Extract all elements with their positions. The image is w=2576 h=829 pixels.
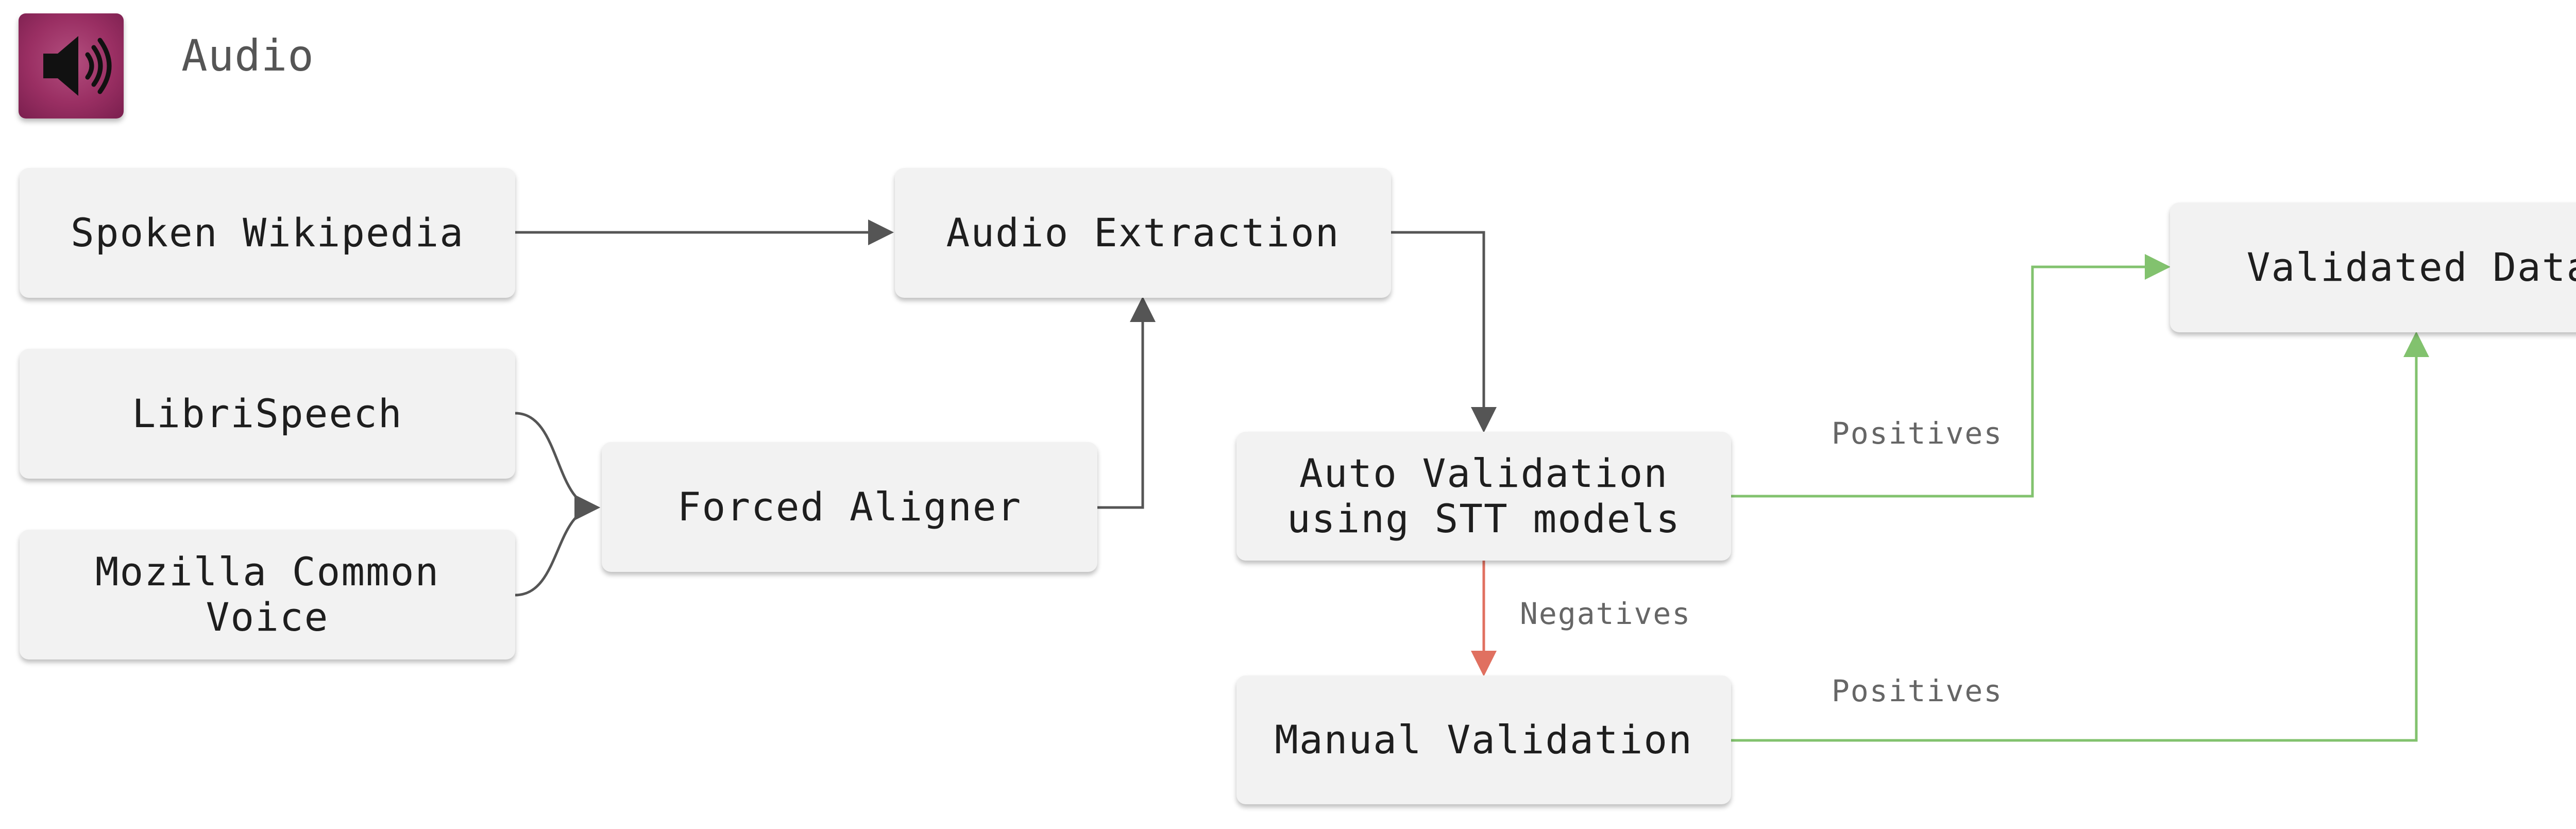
node-validated-data[interactable]: Validated Data [2170,202,2576,332]
speaker-icon-tile [19,13,124,119]
node-audio-extraction[interactable]: Audio Extraction [895,168,1391,298]
node-spoken-wikipedia[interactable]: Spoken Wikipedia [20,168,515,298]
edge-audio-extraction-to-auto-validation [1391,231,1497,433]
edge-manual-validation-to-validated-data [1731,331,2429,742]
label-negatives: Negatives [1520,596,1691,631]
node-auto-validation[interactable]: Auto Validation using STT models [1236,432,1731,561]
page-title: Audio [181,30,314,81]
node-mozilla-common-voice[interactable]: Mozilla Common Voice [20,530,515,659]
edge-auto-validation-to-validated-data [1731,254,2171,498]
node-manual-validation[interactable]: Manual Validation [1236,675,1731,804]
node-forced-aligner[interactable]: Forced Aligner [602,442,1097,572]
speaker-icon [43,36,112,96]
edge-librispeech-to-forced-aligner [515,412,600,520]
node-librispeech[interactable]: LibriSpeech [20,349,515,479]
edge-forced-aligner-to-audio-extraction [1097,296,1156,509]
label-manual-positives: Positives [1832,673,2003,708]
label-auto-positives: Positives [1832,416,2003,451]
edge-mozilla-to-forced-aligner [515,495,600,597]
